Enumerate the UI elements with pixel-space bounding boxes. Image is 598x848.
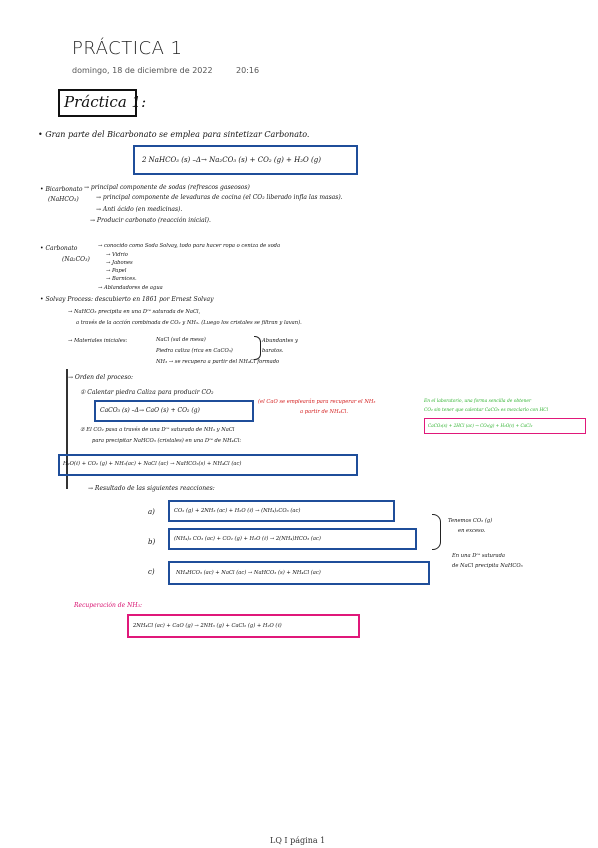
intro-text: • Gran parte del Bicarbonato se emplea p… [38,130,310,139]
side-note-1a: Tenemos CO₂ (g) [448,518,493,524]
lab-equation-box [424,418,586,434]
step-2a: ② El CO₂ pasa a través de una Dᶜᵉ satura… [80,427,235,433]
reaction-b-label: b) [148,538,156,546]
reaction-a-label: a) [148,508,155,516]
solvay-line5: → Orden del proceso: [68,374,134,381]
material-note-1: Abundantes y [262,338,298,344]
eq1-box [94,400,254,422]
carbonato-line6: → Ablandadores de agua [98,285,163,291]
note-heading: Práctica 1: [64,93,147,111]
bicarb-line2: → principal componente de levaduras de c… [96,194,343,201]
bicarb-label: • Bicarbonato [40,186,83,193]
material-brace [254,336,261,360]
solvay-line4: → Materiales iniciales: [68,338,128,344]
process-bracket [66,369,68,489]
bicarb-line4: → Producir carbonato (reacción inicial). [90,217,211,224]
lab-note-1: En el laboratorio, una forma sencilla de… [424,399,532,404]
material-note-2: baratos. [262,348,284,354]
main-equation: 2 NaHCO₃ (s) –Δ→ Na₂CO₃ (s) + CO₂ (g) + … [142,156,321,164]
side-note-1b: en exceso. [458,528,486,534]
solvay-line3: a través de la acción combinada de CO₂ y… [76,320,302,326]
carbonato-line1: → conocido como Soda Solvay, todo para h… [98,243,281,249]
cao-note-2: a partir de NH₄Cl. [300,409,348,415]
eq2: H₂O(ℓ) + CO₂ (g) + NH₃(ac) + NaCl (ac) →… [63,461,242,467]
recovery-equation: 2NH₄Cl (ac) + CaO (g) → 2NH₃ (g) + CaCl₂… [133,623,282,629]
bicarb-formula: (NaHCO₃) [48,196,79,203]
eq2-box [58,454,358,476]
page-footer: LQ I página 1 [270,836,326,845]
main-equation-box [133,145,358,175]
material-3: NH₃ → se recupera a partir del NH₄Cl for… [156,359,280,365]
lab-equation: CaCO₃(s) + 2HCl (ac) → CO₂(g) + H₂O(ℓ) +… [428,423,533,428]
page-time: 20:16 [236,66,260,75]
eq1: CaCO₃ (s) –Δ→ CaO (s) + CO₂ (g) [100,407,200,414]
carbonato-line4: → Papel [106,268,127,274]
reaction-c-label: c) [148,568,155,576]
reaction-c-box [168,561,430,585]
solvay-line1: • Solvay Process: descubierto en 1861 po… [40,296,214,303]
side-note-2b: de NaCl precipita NaHCO₃ [452,563,523,569]
cao-note-1: (el CaO se emplearán para recuperar el N… [258,399,376,405]
recovery-box [127,614,360,638]
page-title: PRÁCTICA 1 [72,38,183,59]
reaction-b-box [168,528,417,550]
step-2b: para precipitar NaHCO₃ (cristales) en un… [92,438,242,444]
bicarb-line3: → Anti ácido (en medicinas). [96,206,183,213]
heading-box [58,89,137,117]
page-date: domingo, 18 de diciembre de 2022 [72,66,213,75]
material-1: NaCl (sal de mesa) [156,337,206,343]
reaction-brace [432,514,441,550]
solvay-line2: → NaHCO₃ precipita en una Dᶜᵉ saturada d… [68,309,201,315]
carbonato-formula: (Na₂CO₃) [62,256,90,263]
carbonato-label: • Carbonato [40,245,78,252]
reaction-a-box [168,500,395,522]
result-heading: → Resultado de las siguientes reacciones… [88,485,215,492]
side-note-2a: En una Dᶜᵉ saturada [452,553,506,559]
step-1: ① Calentar piedra Caliza para producir C… [80,389,214,396]
reaction-a: CO₂ (g) + 2NH₃ (ac) + H₂O (ℓ) → (NH₄)₂CO… [174,508,301,514]
lab-note-2: CO₂ sin tener que calentar CaCO₃ es mezc… [424,408,549,413]
carbonato-line2: → Vidrio [106,252,128,258]
reaction-b: (NH₄)₂ CO₃ (ac) + CO₂ (g) + H₂O (ℓ) → 2(… [174,536,321,542]
material-2: Piedra caliza (rica en CaCO₃) [156,348,233,354]
recovery-title: Recuperación de NH₃: [74,602,143,609]
bicarb-line1: → principal componente de sodas (refresc… [84,184,250,191]
carbonato-line3: → Jabones [106,260,133,266]
carbonato-line5: → Barnices. [106,276,137,282]
reaction-c: NH₄HCO₃ (ac) + NaCl (ac) → NaHCO₃ (s) + … [176,570,321,576]
